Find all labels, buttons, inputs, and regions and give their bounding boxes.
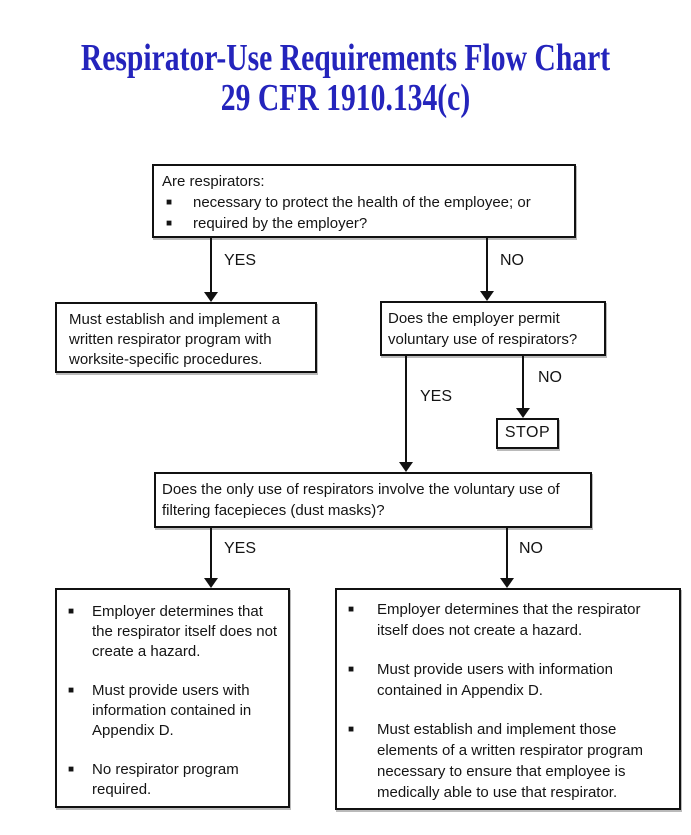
box-dust-masks-question: Does the only use of respirators involve… (154, 472, 592, 528)
list-item: ■ Must establish and implement those ele… (337, 719, 675, 803)
list-item: ■ Employer determines that the respirato… (57, 602, 284, 662)
square-bullet-icon: ■ (348, 604, 355, 615)
bullet-text: Must establish and implement those eleme… (377, 721, 643, 801)
label-q3-no: NO (519, 540, 543, 557)
label-q1-no: NO (500, 252, 524, 269)
bullet-text: No respirator program required. (92, 761, 239, 798)
bullet-text: required by the employer? (193, 215, 368, 232)
box-outcome-voluntary-only: ■ Employer determines that the respirato… (55, 588, 290, 808)
page-title: Respirator-Use Requirements Flow Chart 2… (0, 38, 691, 118)
bullet-text: Employer determines that the respirator … (377, 601, 641, 639)
label-q2-yes: YES (420, 388, 453, 405)
arrowhead-down-icon (516, 408, 530, 418)
bullet-text: Must provide users with information cont… (92, 682, 252, 739)
square-bullet-icon: ■ (68, 606, 75, 617)
square-bullet-icon: ■ (166, 218, 173, 229)
bullet-text: necessary to protect the health of the e… (193, 194, 531, 211)
box-stop-text: STOP (504, 424, 551, 441)
list-item: ■ No respirator program required. (57, 760, 284, 800)
box-voluntary-use-permitted-text: Does the employer permit voluntary use o… (388, 310, 578, 348)
list-item: ■ required by the employer? (162, 213, 568, 234)
label-q2-no: NO (538, 369, 562, 386)
list-item: ■ Must provide users with information co… (337, 659, 675, 701)
box-written-program: Must establish and implement a written r… (55, 302, 317, 373)
box-stop: STOP (496, 418, 559, 449)
arrowhead-down-icon (399, 462, 413, 472)
list-item: ■ Must provide users with information co… (57, 681, 284, 741)
box-outcome-not-only-voluntary: ■ Employer determines that the respirato… (335, 588, 681, 810)
arrowhead-down-icon (204, 578, 218, 588)
box-written-program-text: Must establish and implement a written r… (69, 311, 280, 368)
list-item: ■ necessary to protect the health of the… (162, 192, 568, 213)
square-bullet-icon: ■ (68, 764, 75, 775)
list-item: ■ Employer determines that the respirato… (337, 599, 675, 641)
box-are-respirators-intro: Are respirators: (162, 173, 265, 190)
arrow-line-q3-no (506, 528, 508, 579)
box-are-respirators: Are respirators: ■ necessary to protect … (152, 164, 576, 238)
square-bullet-icon: ■ (348, 664, 355, 675)
title-line-1: Respirator-Use Requirements Flow Chart (80, 37, 611, 79)
label-q3-yes: YES (224, 540, 257, 557)
box-dust-masks-question-text: Does the only use of respirators involve… (162, 481, 560, 519)
arrow-line-q2-no (522, 356, 524, 409)
arrow-line-q3-yes (210, 528, 212, 579)
arrowhead-down-icon (480, 291, 494, 301)
title-line-2: 29 CFR 1910.134(c) (220, 77, 471, 119)
arrow-line-q1-yes (210, 238, 212, 293)
square-bullet-icon: ■ (68, 685, 75, 696)
bullet-text: Employer determines that the respirator … (92, 603, 278, 660)
arrow-line-q1-no (486, 238, 488, 292)
bullet-text: Must provide users with information cont… (377, 661, 613, 699)
square-bullet-icon: ■ (166, 197, 173, 208)
box-voluntary-use-permitted: Does the employer permit voluntary use o… (380, 301, 606, 356)
label-q1-yes: YES (224, 252, 257, 269)
arrowhead-down-icon (204, 292, 218, 302)
square-bullet-icon: ■ (348, 724, 355, 735)
arrowhead-down-icon (500, 578, 514, 588)
arrow-line-q2-yes (405, 356, 407, 463)
